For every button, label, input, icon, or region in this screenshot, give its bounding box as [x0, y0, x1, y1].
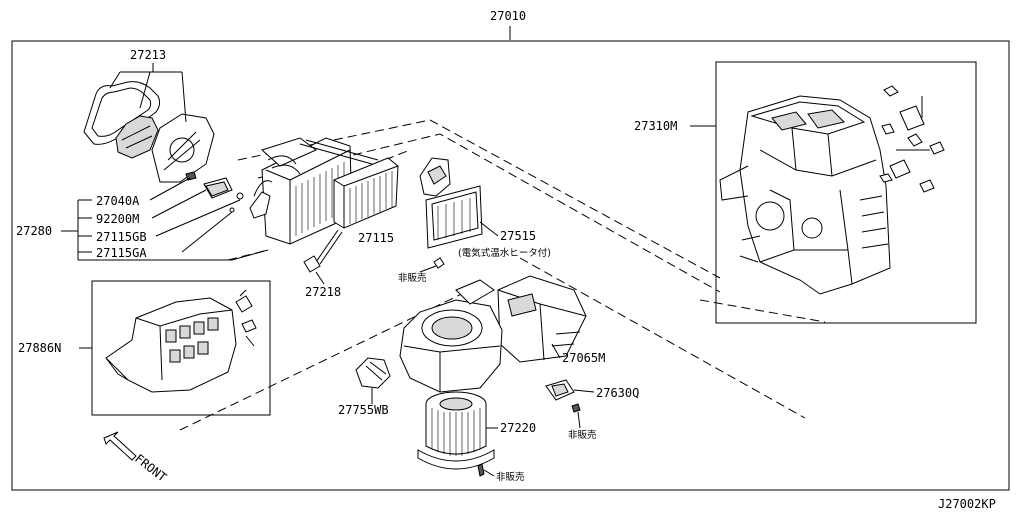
front-arrow-icon [103, 431, 137, 461]
callout-27040a[interactable]: 27040A [96, 194, 140, 208]
not-sold-label-3: 非販売 [496, 471, 525, 483]
heater-unit-27310m [719, 95, 891, 295]
callout-27515-note: (電気式温水ヒータ付) [458, 247, 551, 259]
callout-27280[interactable]: 27280 [16, 224, 52, 238]
heater-core-27115 [299, 139, 399, 229]
callout-27310m[interactable]: 27310M [634, 119, 677, 133]
blower-housing [399, 279, 503, 393]
callout-27213[interactable]: 27213 [130, 48, 166, 62]
callout-27630q[interactable]: 27630Q [596, 386, 639, 400]
callout-27065m[interactable]: 27065M [562, 351, 605, 365]
not-sold-label-2: 非販売 [568, 429, 597, 441]
seal-gasket-27213 [83, 81, 215, 183]
electric-heater-27515 [419, 157, 483, 269]
resistor-27755wb [355, 357, 391, 389]
callout-92200m[interactable]: 92200M [96, 212, 139, 226]
callout-27220[interactable]: 27220 [500, 421, 536, 435]
intake-case-27065m [497, 275, 587, 363]
sensor-27218 [303, 229, 343, 273]
diagram-code: J27002KP [938, 497, 996, 511]
callout-27115[interactable]: 27115 [358, 231, 394, 245]
callout-27115ga[interactable]: 27115GA [96, 246, 147, 260]
not-sold-label-1: 非販売 [398, 272, 427, 284]
callout-27218[interactable]: 27218 [305, 285, 341, 299]
callout-27010[interactable]: 27010 [490, 9, 526, 23]
ducting-27886n [105, 289, 257, 393]
unit-box-27310m [715, 61, 977, 324]
callout-27115gb[interactable]: 27115GB [96, 230, 147, 244]
callout-27755wb[interactable]: 27755WB [338, 403, 389, 417]
unit-small-parts [879, 85, 945, 193]
assembly-frame [11, 26, 1010, 491]
actuator-27630q [545, 379, 581, 413]
callout-27886n[interactable]: 27886N [18, 341, 61, 355]
small-hardware [185, 171, 244, 213]
callout-27515[interactable]: 27515 [500, 229, 536, 243]
evaporator-27280 [249, 137, 353, 245]
front-label: FRONT [132, 451, 169, 484]
blower-motor-27220 [417, 391, 495, 477]
